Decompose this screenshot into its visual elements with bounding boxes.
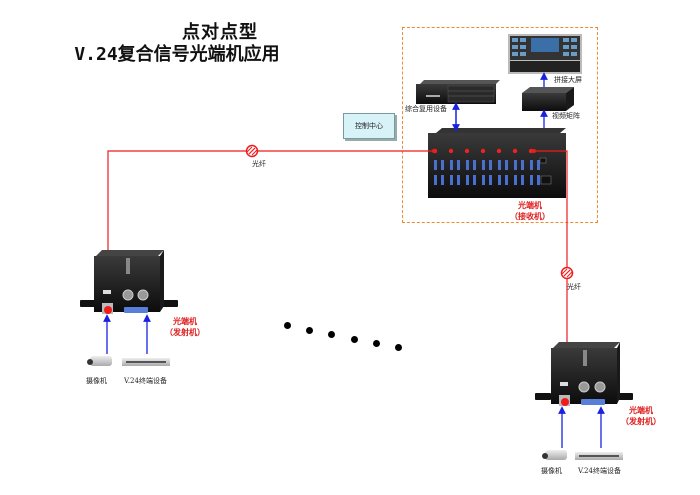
terminal-device-left <box>122 358 170 366</box>
fiber-icon-right <box>560 266 574 280</box>
video-matrix-label: 视频矩阵 <box>552 112 580 120</box>
receiver-card-slot <box>464 148 476 185</box>
camera-label-left: 摄像机 <box>86 377 107 385</box>
ellipsis-dot <box>395 344 402 351</box>
control-center-zone <box>402 27 598 223</box>
ellipsis-dot <box>373 340 380 347</box>
receiver-card-slot <box>496 148 508 185</box>
transmitter-label-right-line1: 光端机 <box>629 405 653 415</box>
transmitter-label-right-line2: （发射机） <box>621 416 661 426</box>
fiber-line-right <box>534 150 568 398</box>
control-center-label-box: 控制中心 <box>343 113 395 139</box>
receiver-card-slot <box>512 148 524 185</box>
fiber-icon-left <box>245 144 259 158</box>
mux-equipment-label: 综合复用设备 <box>405 105 447 113</box>
video-wall-label: 拼接大屏 <box>554 76 582 84</box>
receiver-label: 光端机 （接收机） <box>505 200 555 222</box>
terminal-device-right <box>575 452 623 460</box>
receiver-card-slot <box>448 148 460 185</box>
receiver-label-line2: （接收机） <box>510 211 550 221</box>
fiber-label-left: 光纤 <box>252 160 266 168</box>
diagram-title-line2: V.24复合信号光端机应用 <box>74 44 280 65</box>
terminal-label-right: V.24终端设备 <box>578 467 621 475</box>
transmitter-label-left: 光端机 （发射机） <box>160 316 210 338</box>
camera-label-right: 摄像机 <box>541 467 562 475</box>
transmitter-label-left-line1: 光端机 <box>173 316 197 326</box>
ellipsis-dot <box>306 327 313 334</box>
transmitter-label-right: 光端机 （发射机） <box>616 405 666 427</box>
mux-equipment-device <box>416 80 500 104</box>
receiver-label-line1: 光端机 <box>518 200 542 210</box>
diagram-title-line1: 点对点型 <box>182 22 258 43</box>
receiver-card-slot <box>480 148 492 185</box>
receiver-card-slot <box>528 148 540 185</box>
transmitter-device-left <box>80 250 178 314</box>
control-center-label: 控制中心 <box>355 122 383 130</box>
ellipsis-dot <box>284 322 291 329</box>
video-matrix-device <box>522 87 574 111</box>
camera-device-right <box>542 450 567 460</box>
terminal-label-left: V.24终端设备 <box>124 377 167 385</box>
video-wall-device <box>508 34 582 74</box>
fiber-receiver-chassis <box>428 128 566 198</box>
ellipsis-dot <box>351 336 358 343</box>
ellipsis-dot <box>328 331 335 338</box>
camera-device-left <box>87 356 112 366</box>
fiber-label-right: 光纤 <box>567 283 581 291</box>
transmitter-label-left-line2: （发射机） <box>165 327 205 337</box>
transmitter-device-right <box>535 342 633 406</box>
